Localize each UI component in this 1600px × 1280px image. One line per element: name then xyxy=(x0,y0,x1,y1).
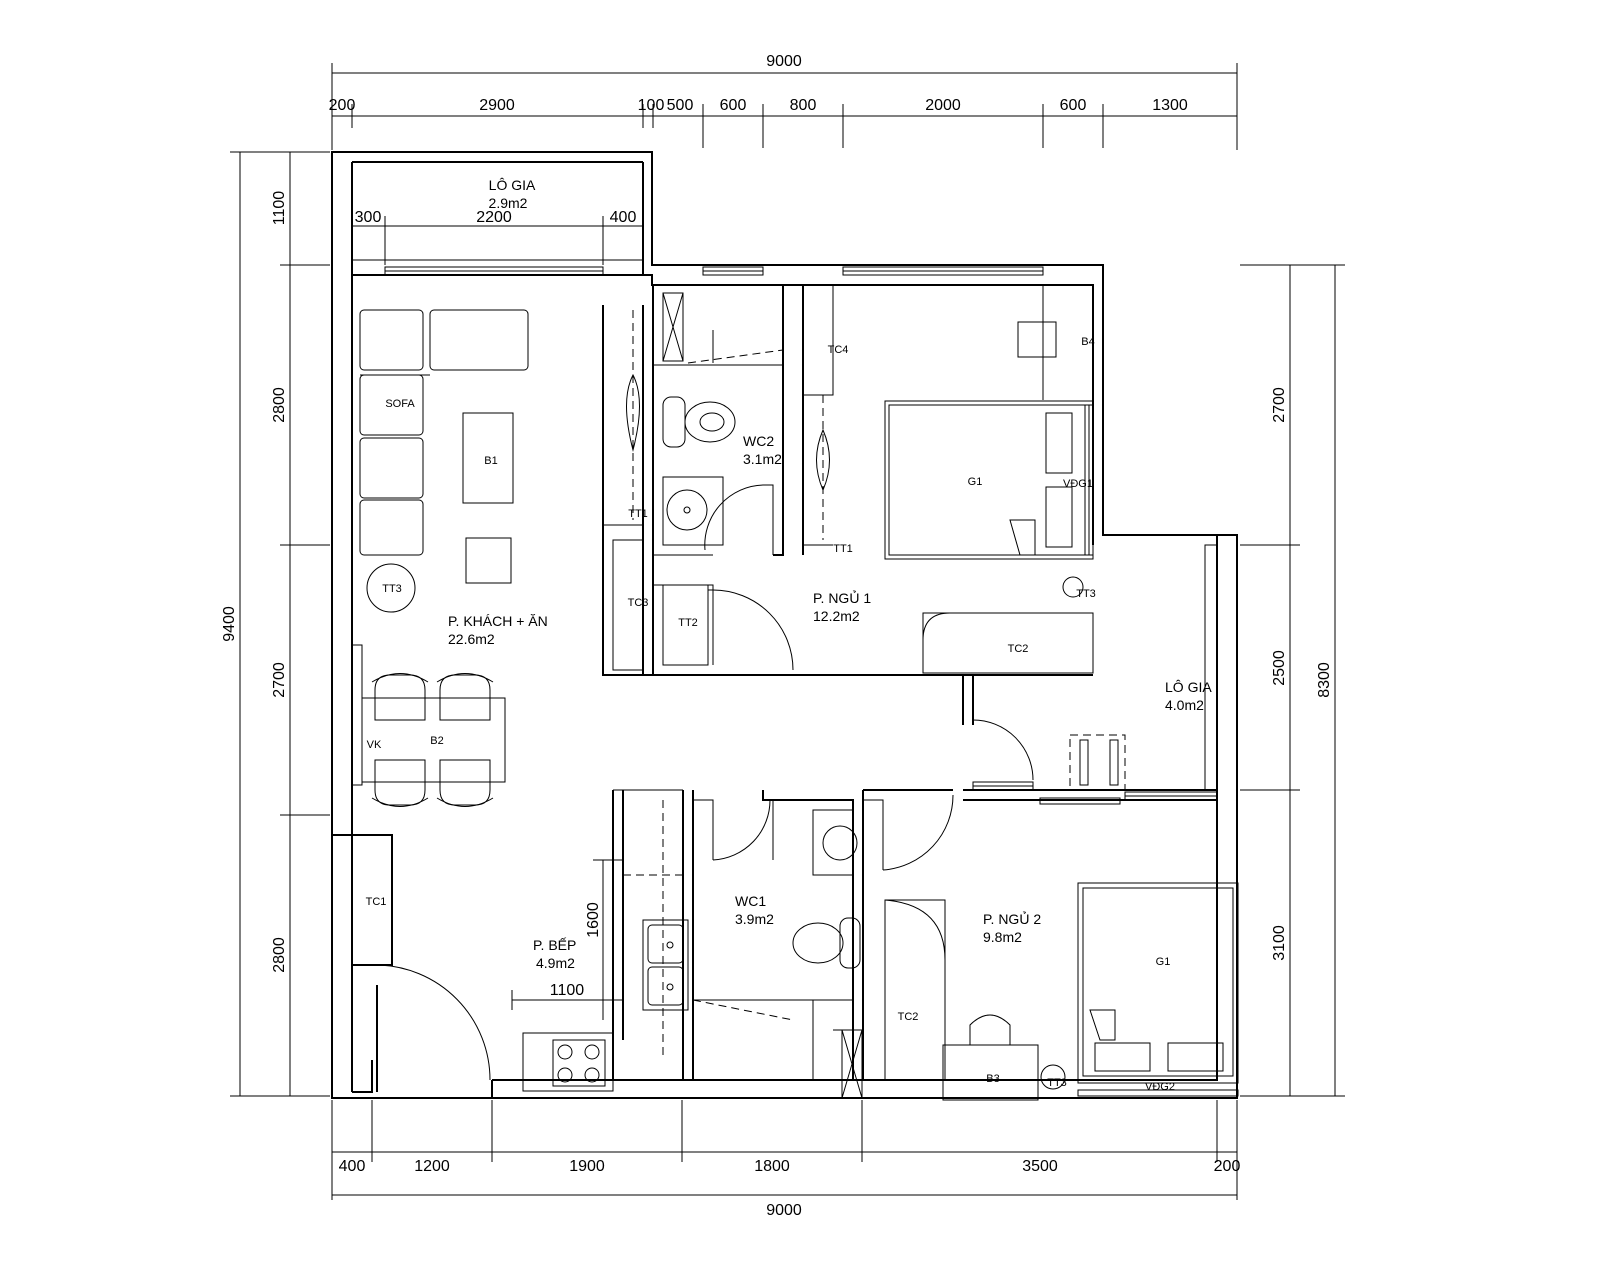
left-total-dim: 9400 xyxy=(221,606,238,642)
windows xyxy=(384,266,1218,805)
room-name-wc1: WC1 xyxy=(735,893,766,909)
left-dim-4: 2800 xyxy=(271,937,288,973)
label-tt3-bed2: TT3 xyxy=(1047,1077,1067,1089)
label-tc1: TC1 xyxy=(366,896,387,908)
bottom-dim-1: 400 xyxy=(339,1158,366,1175)
bedroom2-furniture xyxy=(884,882,1239,1101)
room-area-bedroom2: 9.8m2 xyxy=(983,929,1022,945)
kitchen-fixtures xyxy=(522,800,689,1092)
left-dim-2: 2800 xyxy=(271,387,288,423)
furniture-labels: SOFA B1 TT3 VK B2 TC1 TT1 TC3 TT2 TC4 TT… xyxy=(366,336,1175,1093)
doors xyxy=(376,330,1034,1090)
room-area-loggia-top: 2.9m2 xyxy=(489,195,528,211)
left-dim-3: 2700 xyxy=(271,662,288,698)
loggia-dim-2: 2200 xyxy=(476,209,512,226)
loggia-dim-1: 300 xyxy=(355,209,382,226)
wardrobes-left xyxy=(612,539,709,671)
top-dim-6: 800 xyxy=(790,97,817,114)
label-tc2-bed1: TC2 xyxy=(1008,643,1029,655)
label-vdg2: VĐG2 xyxy=(1145,1081,1175,1093)
wc2-fixtures xyxy=(626,292,736,546)
top-dim-8: 600 xyxy=(1060,97,1087,114)
label-g1-bed2: G1 xyxy=(1156,956,1171,968)
bottom-dim-4: 1800 xyxy=(754,1158,790,1175)
loggia-dim-3: 400 xyxy=(610,209,637,226)
top-dim-4: 500 xyxy=(667,97,694,114)
bottom-dim-6: 200 xyxy=(1214,1158,1241,1175)
furniture xyxy=(351,285,1239,1101)
room-area-living: 22.6m2 xyxy=(448,631,495,647)
bottom-dim-3: 1900 xyxy=(569,1158,605,1175)
label-b1: B1 xyxy=(484,455,497,467)
label-sofa: SOFA xyxy=(385,398,415,410)
label-vdg1: VĐG1 xyxy=(1063,478,1093,490)
top-dim-7: 2000 xyxy=(925,97,961,114)
label-tt1-wc2: TT1 xyxy=(628,508,648,520)
dining-set xyxy=(351,644,506,807)
top-total-dim: 9000 xyxy=(766,53,802,70)
top-dim-3: 100 xyxy=(638,97,665,114)
wc1-fixtures xyxy=(792,809,863,1099)
label-tc3: TC3 xyxy=(628,597,649,609)
label-b3: B3 xyxy=(986,1073,999,1085)
kitchen-width-dim: 1100 xyxy=(550,982,585,999)
top-dim-9: 1300 xyxy=(1152,97,1188,114)
label-g1-bed1: G1 xyxy=(968,476,983,488)
bottom-dim-2: 1200 xyxy=(414,1158,450,1175)
loggia-washer xyxy=(1069,734,1126,791)
room-name-bedroom2: P. NGỦ 2 xyxy=(983,910,1041,927)
label-tt3-living: TT3 xyxy=(382,583,402,595)
room-area-bedroom1: 12.2m2 xyxy=(813,608,860,624)
bedroom1-furniture xyxy=(816,285,1094,674)
room-name-loggia-top: LÔ GIA xyxy=(489,177,536,193)
top-dim-2: 2900 xyxy=(479,97,515,114)
sofa xyxy=(359,309,529,556)
room-name-wc2: WC2 xyxy=(743,433,774,449)
walls xyxy=(331,151,1238,1099)
room-area-wc1: 3.9m2 xyxy=(735,911,774,927)
side-table-tt3 xyxy=(366,563,416,613)
label-tc4: TC4 xyxy=(828,344,849,356)
right-total-dim: 8300 xyxy=(1316,662,1333,698)
label-tt3-bed1: TT3 xyxy=(1076,588,1096,600)
label-b2: B2 xyxy=(430,735,443,747)
room-name-loggia-right: LÔ GIA xyxy=(1165,679,1212,695)
room-name-bedroom1: P. NGỦ 1 xyxy=(813,589,871,606)
label-vk: VK xyxy=(367,739,382,751)
top-dim-5: 600 xyxy=(720,97,747,114)
right-dim-2: 2500 xyxy=(1271,650,1288,686)
room-area-wc2: 3.1m2 xyxy=(743,451,782,467)
coffee-table-b1 xyxy=(462,412,514,504)
label-tc2-bed2: TC2 xyxy=(898,1011,919,1023)
label-tt1-bed1: TT1 xyxy=(833,543,853,555)
label-b4: B4 xyxy=(1081,336,1094,348)
right-dim-3: 3100 xyxy=(1271,925,1288,961)
bottom-total-dim: 9000 xyxy=(766,1202,802,1219)
dimension-lines xyxy=(230,63,1345,1200)
room-area-kitchen: 4.9m2 xyxy=(536,955,575,971)
left-dim-1: 1100 xyxy=(271,191,288,226)
label-tt2: TT2 xyxy=(678,617,698,629)
ottoman xyxy=(465,537,512,584)
top-dim-1: 200 xyxy=(329,97,356,114)
kitchen-depth-dim: 1600 xyxy=(585,902,602,938)
room-name-living: P. KHÁCH + ĂN xyxy=(448,613,548,629)
bottom-dim-5: 3500 xyxy=(1022,1158,1058,1175)
room-area-loggia-right: 4.0m2 xyxy=(1165,697,1204,713)
right-dim-1: 2700 xyxy=(1271,387,1288,423)
room-labels: LÔ GIA 2.9m2 P. KHÁCH + ĂN 22.6m2 WC2 3.… xyxy=(448,177,1212,971)
room-name-kitchen: P. BẾP xyxy=(533,937,576,953)
dimension-texts: 9000 200 2900 100 500 600 800 2000 600 1… xyxy=(221,53,1333,1219)
